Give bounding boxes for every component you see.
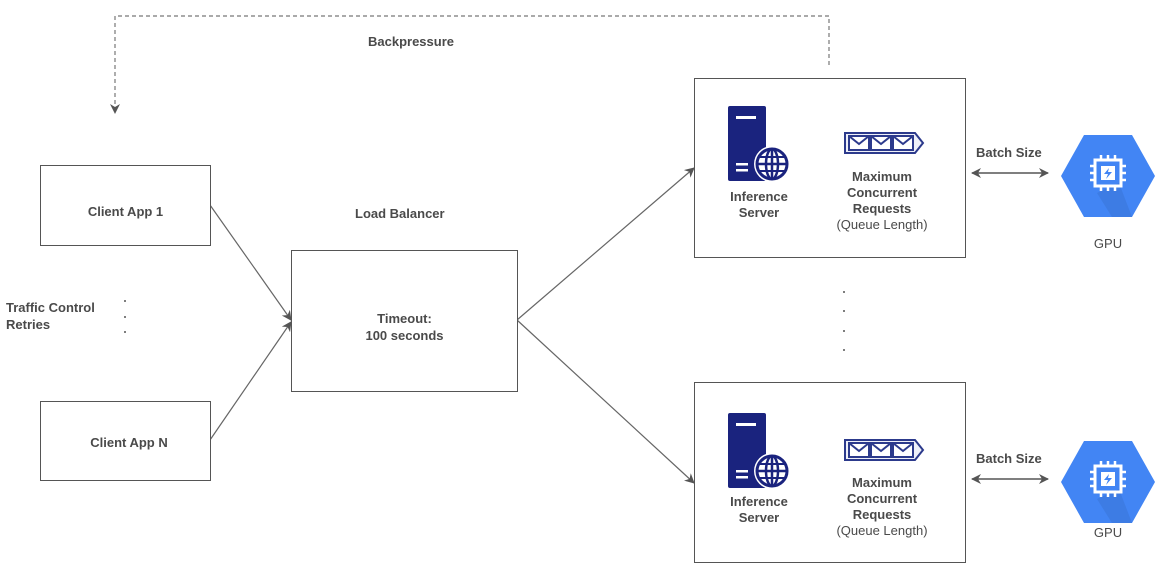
inference-server-icon [728, 106, 790, 181]
retries-text: Retries [6, 317, 51, 332]
queue-line: Maximum [852, 169, 912, 184]
inference-text: Inference [730, 494, 788, 509]
gpu-icon [1061, 441, 1155, 523]
queue-line: Requests [852, 201, 912, 216]
client-app-n-box[interactable]: Client App N [40, 401, 211, 481]
arrow-lb-to-server2 [516, 319, 695, 484]
backpressure-label: Backpressure [368, 34, 454, 49]
gpu-label-2: GPU [1093, 525, 1123, 540]
ellipsis-dot [843, 349, 845, 351]
timeout-label: Timeout: [377, 311, 432, 326]
queue-label: Maximum Concurrent Requests (Queue Lengt… [817, 475, 947, 539]
inference-server-label: Inference Server [717, 494, 801, 526]
batch-size-label-2: Batch Size [976, 451, 1042, 466]
ellipsis-dot [843, 291, 845, 293]
gpu-icon [1061, 135, 1155, 217]
ellipsis-dot [843, 310, 845, 312]
server-text: Server [738, 205, 780, 220]
arrow-lb-to-server1 [516, 167, 695, 321]
arrow-clientN-to-lb [209, 321, 292, 441]
load-balancer-title: Load Balancer [355, 206, 445, 221]
client-app-1-label: Client App 1 [87, 204, 164, 219]
inference-server-box-2[interactable]: Inference Server Maximum Concurrent Requ… [694, 382, 966, 563]
backpressure-arrow [110, 15, 830, 114]
ellipsis-dot [843, 330, 845, 332]
arrow-client1-to-lb [209, 204, 292, 321]
queue-line: (Queue Length) [836, 217, 928, 232]
queue-line: Requests [852, 507, 912, 522]
queue-line: Maximum [852, 475, 912, 490]
server-text: Server [738, 510, 780, 525]
gpu-label-1: GPU [1093, 236, 1123, 251]
inference-server-label: Inference Server [717, 189, 801, 221]
load-balancer-box[interactable]: Timeout: 100 seconds [291, 250, 518, 392]
traffic-control-text: Traffic Control [6, 300, 95, 315]
timeout-value: 100 seconds [365, 328, 444, 343]
client-app-1-box[interactable]: Client App 1 [40, 165, 211, 246]
inference-server-icon [728, 413, 790, 488]
traffic-control-label: Traffic Control Retries [6, 299, 95, 333]
client-app-n-label: Client App N [90, 435, 168, 450]
ellipsis-dot [124, 331, 126, 333]
queue-icon [844, 439, 925, 461]
inference-text: Inference [730, 189, 788, 204]
queue-line: Concurrent [846, 491, 918, 506]
queue-icon [844, 132, 925, 154]
ellipsis-dot [124, 300, 126, 302]
inference-server-box-1[interactable]: Inference Server Maximum Concurrent Requ… [694, 78, 966, 258]
queue-line: (Queue Length) [836, 523, 928, 538]
batch-size-label-1: Batch Size [976, 145, 1042, 160]
queue-line: Concurrent [846, 185, 918, 200]
ellipsis-dot [124, 316, 126, 318]
queue-label: Maximum Concurrent Requests (Queue Lengt… [817, 169, 947, 233]
